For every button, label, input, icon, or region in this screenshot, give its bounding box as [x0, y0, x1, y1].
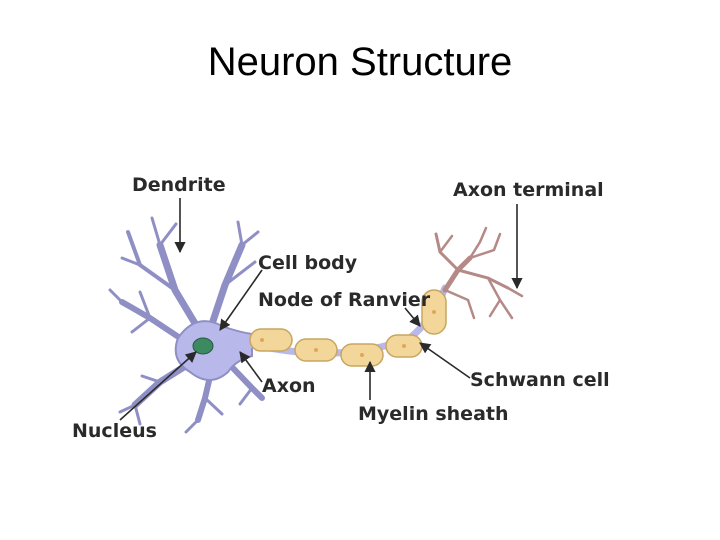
dendrite-label: Dendrite [132, 174, 226, 196]
cell-body-label: Cell body [258, 252, 358, 274]
schwann-cell-label: Schwann cell [470, 369, 610, 391]
cell-body [174, 320, 253, 381]
node-of-ranvier-label: Node of Ranvier [258, 289, 431, 311]
axon-terminals [434, 226, 524, 320]
axon-label: Axon [262, 375, 316, 397]
label-pointers [119, 198, 523, 421]
schwann-cell-segment [249, 328, 293, 352]
axon-terminal-label: Axon terminal [453, 179, 604, 201]
slide-title: Neuron Structure [207, 40, 513, 84]
nucleus-label: Nucleus [72, 420, 157, 442]
nucleus [192, 337, 214, 355]
dendrites [108, 216, 265, 434]
myelin-sheath [249, 289, 447, 367]
myelin-sheath-label: Myelin sheath [358, 403, 509, 425]
